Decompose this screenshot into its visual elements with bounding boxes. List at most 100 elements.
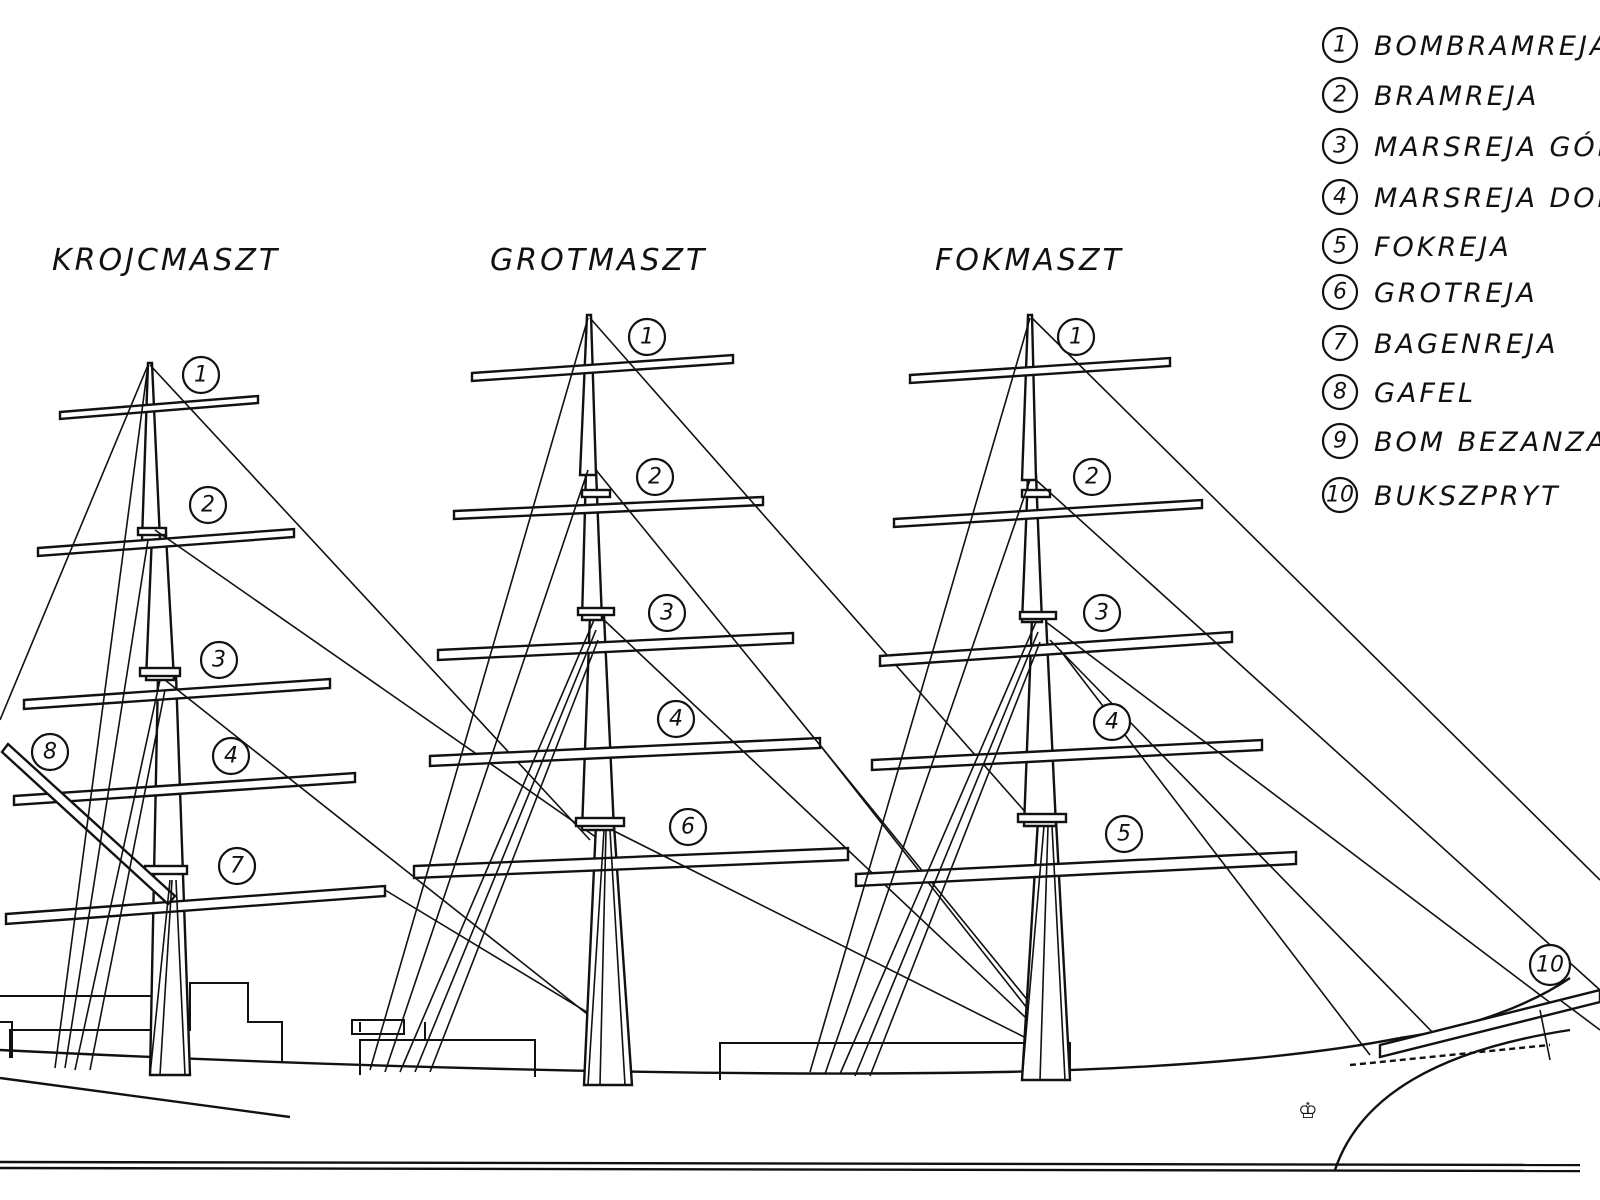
legend-item-2: 2 BRAMREJA	[1321, 76, 1539, 114]
svg-text:2: 2	[1085, 465, 1099, 490]
mid-deckhouse	[359, 1022, 536, 1077]
legend-item-10: 10 BUKSZPRYT	[1321, 476, 1561, 514]
fore-stay-1	[1031, 317, 1600, 881]
mizzen-callout-1: 1	[181, 355, 221, 395]
legend-item-7: 7 BAGENREJA	[1321, 324, 1558, 362]
bow-rope-detail	[1349, 1043, 1551, 1067]
svg-text:BUKSZPRYT: BUKSZPRYT	[1374, 481, 1561, 512]
legend-item-9: 9 BOM BEZANZAGLA	[1321, 422, 1600, 460]
mizzen-yard-3	[22, 677, 332, 711]
main-stay-4	[611, 829, 1061, 1056]
fore-backstay-5	[869, 641, 1041, 1077]
mizzen-stay-1	[149, 364, 591, 841]
fore-yard-4	[870, 738, 1264, 772]
main-callout-6: 6	[668, 807, 708, 847]
svg-text:2: 2	[1333, 83, 1347, 108]
fore-mast-title: FOKMASZT	[935, 243, 1124, 278]
fore-shroud-2	[1039, 825, 1049, 1081]
main-callout-3: 3	[647, 593, 687, 633]
main-shroud-3	[609, 829, 626, 1086]
svg-text:3: 3	[212, 648, 226, 673]
svg-text:BOM BEZANZAGLA: BOM BEZANZAGLA	[1374, 427, 1600, 458]
main-backstay-4	[414, 629, 597, 1073]
svg-text:4: 4	[669, 707, 683, 732]
svg-text:BOMBRAMREJA: BOMBRAMREJA	[1374, 31, 1600, 62]
svg-text:7: 7	[1333, 331, 1347, 356]
callouts: 1 2 3 4 7 8 1 2 3 4 6 1 2 3 4 5 10	[30, 317, 1572, 987]
fore-stay-2	[1035, 479, 1600, 991]
stern-sheer-line	[0, 1076, 291, 1119]
fore-callout-1: 1	[1056, 317, 1096, 357]
svg-text:4: 4	[1105, 710, 1119, 735]
mid-deckhouse-vent	[351, 1019, 405, 1035]
main-callout-2: 2	[635, 457, 675, 497]
legend-item-3: 3 MARSREJA GÓRNA	[1321, 127, 1600, 165]
mizzen-mast-title: KROJCMASZT	[52, 243, 280, 278]
fore-yard-1	[908, 356, 1172, 385]
waterline-a	[0, 1160, 1581, 1167]
main-callout-4: 4	[656, 699, 696, 739]
deckhouses	[0, 982, 1071, 1080]
mizzen-backstay-4	[74, 679, 161, 1071]
main-royal-mast	[578, 313, 598, 477]
svg-text:8: 8	[1333, 380, 1347, 405]
fore-yard-5	[854, 850, 1298, 888]
mizzen-topmast	[144, 533, 176, 682]
svg-text:1: 1	[1069, 325, 1083, 350]
main-callout-1: 1	[627, 317, 667, 357]
main-mast-title: GROTMASZT	[490, 243, 707, 278]
svg-text:BAGENREJA: BAGENREJA	[1374, 329, 1558, 360]
svg-text:3: 3	[1095, 601, 1109, 626]
svg-text:3: 3	[1333, 134, 1347, 159]
svg-text:BRAMREJA: BRAMREJA	[1374, 81, 1539, 112]
fore-backstay-3	[839, 621, 1037, 1075]
fore-top-platform	[1016, 812, 1068, 824]
main-backstay-5	[429, 639, 599, 1073]
mizzen-callout-7: 7	[217, 846, 257, 886]
aft-deckhouse	[9, 982, 283, 1062]
legend-item-6: 6 GROTREJA	[1321, 273, 1535, 311]
mizzen-crosstrees	[136, 526, 168, 537]
mizzen-backstay-1	[0, 364, 149, 721]
svg-text:FOKREJA: FOKREJA	[1374, 232, 1512, 263]
mizzen-shroud-3	[175, 879, 186, 1076]
svg-text:6: 6	[1333, 280, 1347, 305]
fore-callout-2: 2	[1072, 457, 1112, 497]
fore-crosstrees	[1018, 610, 1058, 621]
main-shroud-1	[587, 829, 605, 1086]
legend-item-5: 5 FOKREJA	[1321, 227, 1512, 265]
deck-line	[0, 1036, 1401, 1075]
mizzen-callout-8: 8	[30, 732, 70, 772]
legend-item-1: 1 BOMBRAMREJA	[1321, 26, 1600, 64]
fore-yard-2	[892, 498, 1204, 529]
mizzen-backstay-5	[89, 689, 166, 1071]
fore-callout-3: 3	[1082, 593, 1122, 633]
mizzen-brace-1	[384, 889, 601, 1021]
bowsprit-callout-10: 10	[1528, 943, 1572, 987]
mizzen-yard-4	[12, 771, 357, 807]
svg-text:5: 5	[1117, 822, 1131, 847]
mizzen-yard-1	[58, 394, 260, 421]
bow-ornament-icon: ♔	[1298, 1099, 1318, 1124]
fore-callout-5: 5	[1104, 814, 1144, 854]
main-stay-1	[589, 317, 1051, 841]
fore-shroud-1	[1021, 825, 1045, 1081]
svg-text:7: 7	[230, 854, 244, 879]
svg-text:1: 1	[194, 363, 208, 388]
svg-text:MARSREJA DOLNA: MARSREJA DOLNA	[1374, 183, 1600, 214]
main-mast	[369, 313, 1061, 1087]
svg-text:4: 4	[224, 744, 238, 769]
svg-text:3: 3	[660, 601, 674, 626]
mizzen-shroud-2	[159, 879, 173, 1076]
mizzen-callout-4: 4	[211, 736, 251, 776]
mizzen-yard-7	[4, 884, 387, 926]
svg-text:8: 8	[43, 740, 57, 765]
main-stay-3	[603, 619, 1061, 1051]
mizzen-shroud-1	[149, 879, 171, 1076]
svg-text:MARSREJA GÓRNA: MARSREJA GÓRNA	[1374, 131, 1600, 163]
bowsprit	[1378, 988, 1600, 1061]
main-top-platform	[574, 816, 626, 828]
bowsprit-stay-1	[1559, 999, 1600, 1031]
main-crosstrees	[576, 606, 616, 617]
